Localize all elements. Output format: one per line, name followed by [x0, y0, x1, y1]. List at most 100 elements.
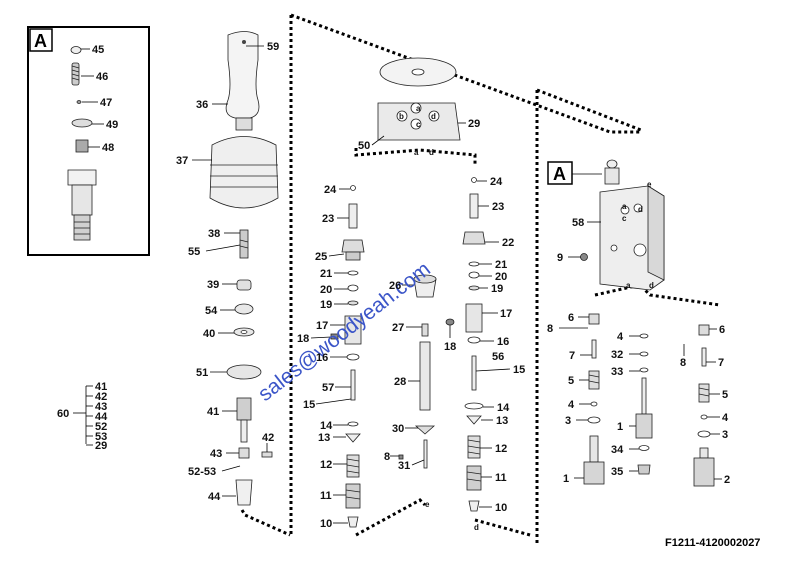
handle-callouts-7: 40: [203, 328, 215, 340]
handle-callouts-5: 39: [207, 279, 219, 291]
valve-right-leaders: [683, 328, 722, 480]
valve-left-parts: [583, 313, 605, 485]
cover-parts: [377, 57, 461, 141]
valve-mid-callouts-4: 34: [611, 444, 624, 456]
port-mark-4: a: [414, 148, 419, 157]
center-callouts-3: 28: [394, 376, 406, 388]
valve-mid-callouts-3: 1: [617, 421, 623, 433]
valve-right-callouts-0: 6: [719, 324, 725, 336]
port-mark-10: a: [626, 281, 631, 290]
group-member-6: 29: [95, 440, 107, 452]
detail-frame: [27, 26, 150, 256]
valve-right-callouts-5: 3: [722, 429, 728, 441]
left-column-parts: [330, 185, 365, 528]
dashed-links: [240, 13, 721, 545]
center-callouts-1: 27: [392, 322, 404, 334]
left-column-callouts-7: 18: [297, 333, 309, 345]
handle-callouts-12: 52-53: [188, 466, 216, 478]
port-mark-1: b: [399, 112, 404, 121]
group-member-2: 43: [95, 401, 107, 413]
port-mark-7: c: [622, 214, 627, 223]
right-column-callouts-3: 21: [495, 259, 507, 271]
left-column-callouts-0: 24: [324, 184, 337, 196]
detail-callouts-1: 46: [96, 71, 108, 83]
right-column-callouts-5: 19: [491, 283, 503, 295]
right-column-callouts-12: 12: [495, 443, 507, 455]
handle-callouts-0: 59: [267, 41, 279, 53]
valve-mid-callouts-0: 4: [617, 331, 624, 343]
right-column-callouts-0: 24: [490, 176, 503, 188]
valve-mid-callouts-5: 35: [611, 466, 623, 478]
center-callouts-2: 18: [444, 341, 456, 353]
group-member-0: 41: [95, 381, 107, 393]
left-column-callouts-15: 10: [320, 518, 332, 530]
handle-parts: [209, 31, 279, 506]
valve-left-callouts-4: 4: [568, 399, 575, 411]
group-member-4: 52: [95, 421, 107, 433]
port-mark-12: e: [425, 500, 430, 509]
left-column-callouts-5: 19: [320, 299, 332, 311]
left-column-callouts-13: 12: [320, 459, 332, 471]
detail-leaders: [81, 48, 104, 148]
right-column-callouts-1: 23: [492, 201, 504, 213]
valve-mid-callouts-2: 33: [611, 366, 623, 378]
handle-callouts-8: 51: [196, 367, 208, 379]
valve-right-parts: [693, 324, 715, 487]
figure-code: F1211-4120002027: [665, 537, 760, 549]
handle-callouts-2: 37: [176, 155, 188, 167]
center-callouts-5: 8: [384, 451, 390, 463]
left-column-callouts-2: 25: [315, 251, 327, 263]
valve-leaders: [568, 221, 601, 258]
right-column-callouts-13: 11: [495, 472, 507, 484]
port-mark-0: a: [416, 104, 421, 113]
port-mark-6: a: [622, 202, 627, 211]
valve-mid-leaders: [629, 335, 640, 472]
right-column-callouts-11: 13: [496, 415, 508, 427]
right-column-callouts-10: 14: [497, 402, 510, 414]
port-mark-9: e: [647, 180, 652, 189]
valve-right-callouts-3: 5: [722, 389, 728, 401]
detail-key-label: A: [34, 31, 47, 51]
left-column-callouts-12: 13: [318, 432, 330, 444]
valve-left-callouts-2: 7: [569, 350, 575, 362]
detail-callouts-3: 49: [106, 119, 118, 131]
center-callouts-6: 31: [398, 460, 410, 472]
port-mark-5: d: [429, 148, 434, 157]
left-column-callouts-11: 14: [320, 420, 333, 432]
valve-callouts-1: 9: [557, 252, 563, 264]
valve-left-callouts-1: 8: [547, 323, 553, 335]
valve-left-callouts-3: 5: [568, 375, 574, 387]
right-column-callouts-2: 22: [502, 237, 514, 249]
left-column-callouts-9: 57: [322, 382, 334, 394]
cover-callouts-0: 29: [468, 118, 480, 130]
right-column-callouts-7: 16: [497, 336, 509, 348]
left-column-callouts-8: 16: [316, 352, 328, 364]
left-column-callouts-3: 21: [320, 268, 332, 280]
valve-mid-callouts-1: 32: [611, 349, 623, 361]
detail-callouts-4: 48: [102, 142, 114, 154]
detail-parts: [67, 46, 97, 241]
valve-left-callouts-5: 3: [565, 415, 571, 427]
valve-callouts-0: 58: [572, 217, 584, 229]
group-label: 60: [57, 408, 69, 420]
handle-callouts-11: 42: [262, 432, 274, 444]
center-callouts-0: 26: [389, 280, 401, 292]
detail-callouts-0: 45: [92, 44, 104, 56]
handle-callouts-6: 54: [205, 305, 218, 317]
port-mark-11: d: [649, 281, 654, 290]
port-mark-8: d: [638, 205, 643, 214]
left-column-callouts-14: 11: [320, 490, 332, 502]
detail-key-box: [29, 28, 53, 52]
right-column-callouts-4: 20: [495, 271, 507, 283]
watermark: sales@woodyeah.com: [254, 258, 435, 406]
right-column-callouts-9: 15: [513, 364, 525, 376]
port-mark-3: d: [431, 112, 436, 121]
valve-key-label: A: [553, 164, 566, 184]
handle-leaders: [192, 45, 268, 497]
valve-key-box: [547, 161, 573, 185]
cover-leaders: [371, 122, 466, 146]
valve-right-callouts-4: 4: [722, 412, 729, 424]
left-column-callouts-10: 15: [303, 399, 315, 411]
